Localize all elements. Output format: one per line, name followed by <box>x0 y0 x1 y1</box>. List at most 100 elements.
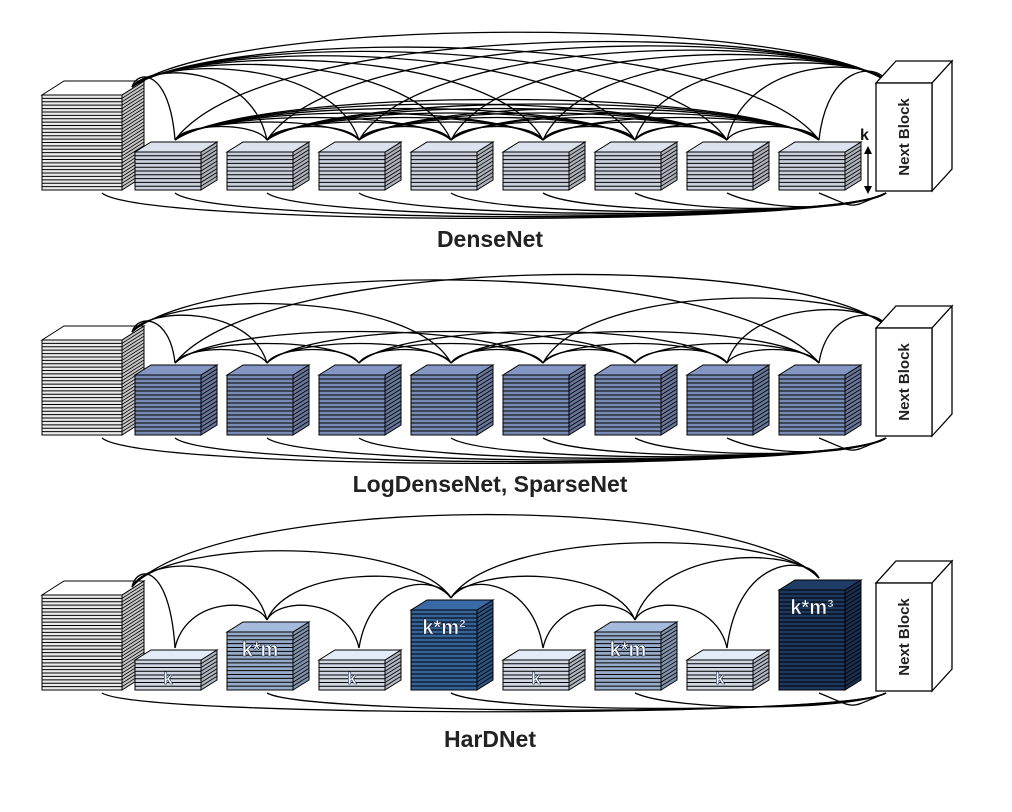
layer-block-8 <box>777 141 863 191</box>
next-block-label: Next Block <box>896 598 913 676</box>
dense-connection <box>634 125 728 141</box>
harmonic-connection <box>131 513 820 588</box>
concat-connection <box>634 437 887 455</box>
harmonic-connection <box>131 550 452 599</box>
concat-connection <box>358 437 887 460</box>
dense-connection <box>266 125 360 141</box>
layer-block-2 <box>225 364 311 436</box>
next-block-label: Next Block <box>896 343 913 421</box>
layer-block-7 <box>685 141 771 191</box>
growth-rate-marker: k <box>860 127 872 194</box>
dense-connection <box>266 116 544 141</box>
sparse-connection <box>818 314 887 364</box>
sparse-connection <box>634 348 728 364</box>
sparse-connection <box>450 342 636 364</box>
layer-block-5: k <box>501 649 587 691</box>
harmonic-connection <box>450 575 636 621</box>
layer-block-2: k*m <box>225 621 311 691</box>
harmonic-connection <box>174 604 268 649</box>
sparse-connection <box>266 348 360 364</box>
dense-connection <box>726 125 820 141</box>
layer-block-7: k <box>685 649 771 691</box>
dense-connection <box>450 116 728 141</box>
concat-connection <box>818 437 887 451</box>
layer-block-8 <box>777 364 863 436</box>
harmonic-connection <box>131 565 268 621</box>
dense-connection <box>634 62 887 141</box>
dense-connection <box>266 121 452 141</box>
next-block: Next Block <box>874 59 954 193</box>
concat-connection <box>634 192 887 210</box>
sparse-connection <box>266 342 452 364</box>
harmonic-connection <box>542 604 636 649</box>
sparse-connection <box>358 348 452 364</box>
dense-connection <box>174 125 268 141</box>
layer-block-8: k*m³ <box>777 579 863 691</box>
sparse-connection <box>450 348 544 364</box>
dense-connection <box>542 116 820 141</box>
sparse-connection <box>174 330 544 364</box>
sparse-connection <box>266 330 636 364</box>
layer-label: k*m <box>610 639 647 661</box>
sparse-connection <box>726 348 820 364</box>
dense-connection <box>131 46 820 141</box>
concat-connection <box>450 692 887 710</box>
layer-block-3 <box>317 141 403 191</box>
next-block: Next Block <box>874 559 954 693</box>
harmonic-connection <box>131 573 176 649</box>
harmonic-connection <box>450 542 820 599</box>
panel-caption: HarDNet <box>444 726 536 752</box>
layer-label: k <box>531 669 541 688</box>
harmonic-connection <box>266 604 360 649</box>
concat-connection <box>266 192 887 216</box>
dense-connection <box>174 116 452 141</box>
concat-connection <box>174 192 887 218</box>
sparse-connection <box>358 342 544 364</box>
layer-label: k <box>347 669 357 688</box>
sparse-connection <box>174 348 268 364</box>
dense-connection <box>358 116 636 141</box>
layer-block-7 <box>685 364 771 436</box>
layer-block-3: k <box>317 649 403 691</box>
layer-block-4: k*m² <box>409 599 495 691</box>
concat-connection <box>818 692 887 706</box>
concat-connection <box>726 437 887 453</box>
dense-connection <box>542 58 887 141</box>
layer-block-2 <box>225 141 311 191</box>
sparse-connection <box>542 342 728 364</box>
layer-block-6: k*m <box>593 621 679 691</box>
panel-caption: DenseNet <box>437 226 543 252</box>
input-feature-stack <box>40 325 146 436</box>
layer-label: k*m³ <box>790 597 834 619</box>
layer-label: k <box>163 669 173 688</box>
layer-label: k <box>715 669 725 688</box>
sparse-connection <box>358 330 728 364</box>
sparse-connection <box>542 297 887 364</box>
dense-connection <box>131 31 887 88</box>
layer-block-3 <box>317 364 403 436</box>
dense-connection <box>450 125 544 141</box>
dense-connection <box>131 76 176 141</box>
dense-connection <box>542 125 636 141</box>
layer-block-4 <box>409 141 495 191</box>
input-feature-stack <box>40 80 146 191</box>
concat-connection <box>634 692 887 708</box>
growth-rate-label: k <box>860 127 869 144</box>
concat-connection <box>266 437 887 461</box>
dense-connection <box>634 121 820 141</box>
sparse-connection <box>131 320 176 364</box>
sparse-connection <box>174 273 887 364</box>
sparse-connection <box>726 308 887 364</box>
layer-block-1 <box>133 364 219 436</box>
concat-connection <box>726 192 887 208</box>
layer-block-5 <box>501 364 587 436</box>
dense-connection <box>450 121 636 141</box>
concat-connection <box>358 192 887 215</box>
sparse-connection <box>131 279 820 364</box>
dense-connection <box>542 121 728 141</box>
sparse-connection <box>634 342 820 364</box>
